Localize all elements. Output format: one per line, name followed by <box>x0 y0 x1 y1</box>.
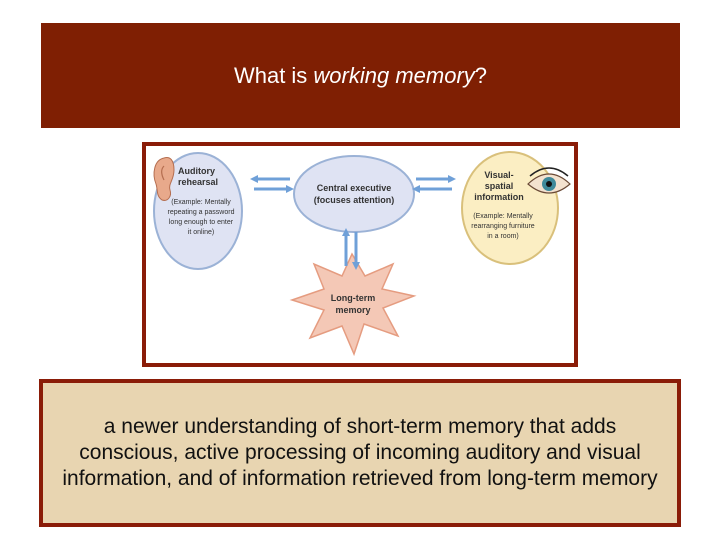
central-executive-node: Central executive (focuses attention) <box>293 155 415 233</box>
auditory-example-2: repeating a password <box>168 209 235 216</box>
central-executive-label: Central executive <box>317 183 392 193</box>
long-term-label-1: Long-term <box>331 293 376 303</box>
central-executive-sublabel: (focuses attention) <box>314 195 395 205</box>
diagram-canvas: Auditory rehearsal (Example: Mentally re… <box>153 151 571 357</box>
visual-example-1: (Example: Mentally <box>473 213 533 220</box>
auditory-example-4: it online) <box>188 229 214 236</box>
title-prefix: What is <box>233 62 314 88</box>
definition-text: a newer understanding of short-term memo… <box>62 414 658 491</box>
long-term-memory-node: Long-term memory <box>289 252 417 357</box>
auditory-label-1: Auditory <box>178 166 215 176</box>
visual-label-2: spatial <box>485 181 514 191</box>
title-banner: What is working memory ? <box>41 23 680 128</box>
visual-example-3: in a room) <box>487 233 519 240</box>
visual-label-1: Visual- <box>484 170 513 180</box>
working-memory-diagram: Auditory rehearsal (Example: Mentally re… <box>142 142 578 367</box>
auditory-label-2: rehearsal <box>178 177 218 187</box>
arrows <box>250 175 456 270</box>
title-suffix: ? <box>474 62 488 88</box>
eye-icon <box>527 167 571 194</box>
visual-example-2: rearranging furniture <box>471 223 535 230</box>
long-term-label-2: memory <box>335 305 370 315</box>
auditory-rehearsal-node: Auditory rehearsal (Example: Mentally re… <box>153 152 243 270</box>
auditory-example-3: long enough to enter <box>169 219 234 226</box>
auditory-example-1: (Example: Mentally <box>171 199 231 206</box>
ear-icon <box>153 157 175 201</box>
definition-box: a newer understanding of short-term memo… <box>39 379 681 527</box>
title-emphasis: working memory <box>313 62 475 88</box>
visual-label-3: information <box>474 192 524 202</box>
